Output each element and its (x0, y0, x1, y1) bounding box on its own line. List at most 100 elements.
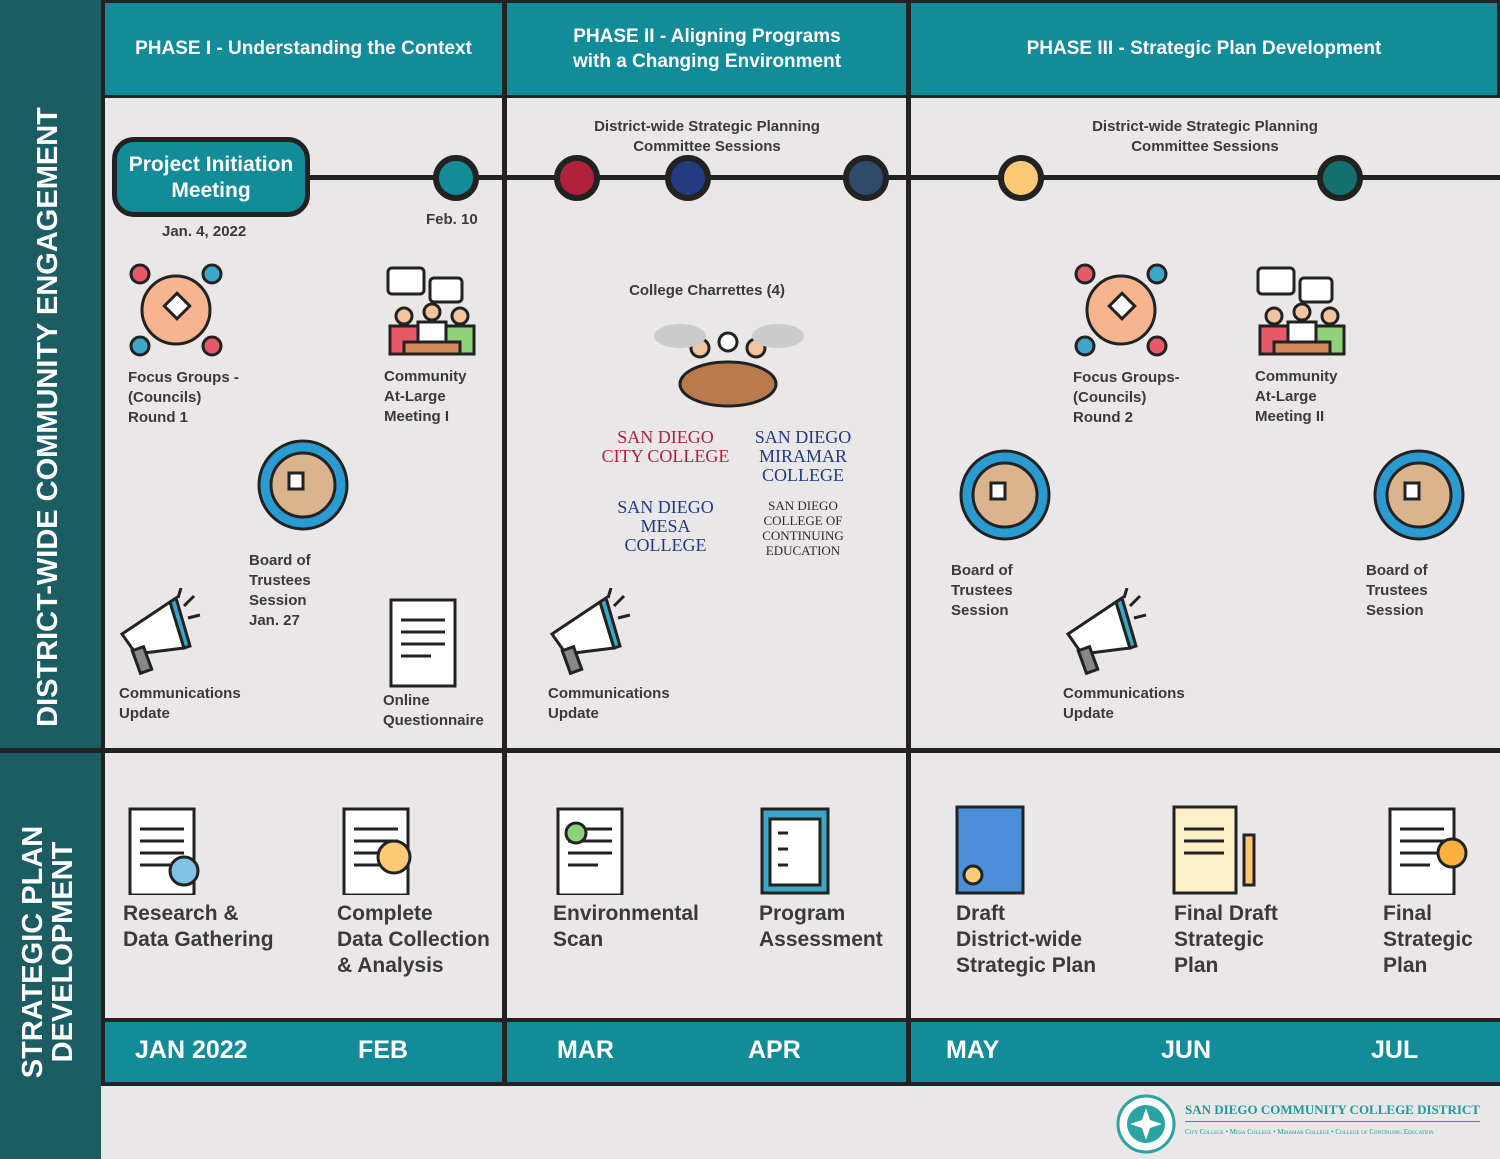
month-label: JUL (1371, 1036, 1419, 1064)
milestone-dot (665, 155, 711, 201)
label-line: Data Gathering (123, 928, 274, 951)
label-line: Update (548, 705, 599, 722)
label-line: Update (119, 705, 170, 722)
month-label: MAR (557, 1036, 614, 1064)
label-line: Board of (249, 552, 311, 569)
district-name: SAN DIEGO COMMUNITY COLLEGE DISTRICT (1185, 1102, 1480, 1122)
label-line: Session (249, 592, 307, 609)
focus-groups-icon (129, 263, 223, 357)
megaphone-icon (120, 588, 202, 675)
label-line: Trustees (249, 572, 311, 589)
megaphone-icon (1066, 588, 1148, 675)
research-label: Research & Data Gathering (123, 901, 274, 953)
label-line: At-Large (384, 388, 446, 405)
community-meeting-icon (386, 266, 476, 356)
label-line: Focus Groups - (128, 369, 239, 386)
milestone-dot (998, 155, 1044, 201)
district-seal-logo (1116, 1094, 1176, 1154)
label-line: Final Draft (1174, 902, 1278, 925)
phase-3-title: PHASE III - Strategic Plan Development (1026, 38, 1382, 59)
label-line: Meeting II (1255, 408, 1325, 425)
final-draft-icon (1172, 805, 1256, 895)
charrettes-icon (654, 324, 804, 408)
data-analysis-icon (342, 807, 412, 895)
month-label: APR (748, 1036, 801, 1064)
label-line: Scan (553, 928, 604, 951)
miramar-college-logo: SAN DIEGO MIRAMAR COLLEGE (754, 427, 852, 485)
divider (101, 1081, 1500, 1086)
label-line: Round 2 (1073, 409, 1133, 426)
kickoff-line1: Project Initiation (128, 153, 294, 176)
side-column: DISTRICT-WIDE COMMUNITY ENGAGEMENT STRAT… (0, 0, 101, 1159)
milestone-dot (433, 155, 479, 201)
months-phase-2: MAR APR (507, 1022, 906, 1082)
label-line: Draft (956, 902, 1006, 925)
label-line: District-wide (956, 928, 1083, 951)
label-line: Strategic (1383, 928, 1473, 951)
label-line: Strategic Plan (956, 954, 1097, 977)
committee-line2: Committee Sessions (633, 138, 781, 155)
phase-2-title-1: PHASE II - Aligning Programs (573, 26, 841, 47)
project-initiation-badge: Project Initiation Meeting (112, 137, 310, 217)
development-label-line1: STRATEGIC PLAN (17, 825, 49, 1079)
label-line: Trustees (1366, 582, 1428, 599)
label-line: Community (384, 368, 467, 385)
board-session-icon (959, 449, 1051, 541)
label-line: Focus Groups- (1073, 369, 1180, 386)
label-line: Community (1255, 368, 1338, 385)
month-label: FEB (358, 1036, 408, 1064)
feb-date: Feb. 10 (426, 211, 478, 228)
draft-plan-icon (955, 805, 1025, 895)
month-label: JAN 2022 (135, 1036, 248, 1064)
label-line: Assessment (759, 928, 883, 951)
committee-line1: District-wide Strategic Planning (594, 118, 820, 135)
mesa-college-logo: SAN DIEGO MESA COLLEGE (617, 497, 714, 555)
questionnaire-icon (389, 598, 457, 688)
label-line: (Councils) (1073, 389, 1147, 406)
label-line: Research & (123, 902, 239, 925)
milestone-dot (843, 155, 889, 201)
community-meeting-icon (1256, 266, 1346, 356)
megaphone-icon (550, 588, 632, 675)
program-assessment-icon (760, 807, 830, 895)
development-label-line2: DEVELOPMENT (47, 841, 80, 1063)
district-colleges: City College • Mesa College • Miramar Co… (1185, 1128, 1434, 1136)
board-session-icon (257, 439, 349, 531)
label-line: Board of (1366, 562, 1428, 579)
label-line: Update (1063, 705, 1114, 722)
phase-2-title-2: with a Changing Environment (572, 51, 842, 72)
label-line: Trustees (951, 582, 1013, 599)
city-college-logo: SAN DIEGO CITY COLLEGE (601, 427, 730, 466)
focus-groups-icon (1074, 263, 1168, 357)
divider (101, 1018, 1500, 1023)
committee-line2: Committee Sessions (1131, 138, 1279, 155)
research-icon (128, 807, 200, 895)
board-session-icon (1373, 449, 1465, 541)
month-label: MAY (946, 1036, 1000, 1064)
label-line: Strategic (1174, 928, 1264, 951)
label-line: Board of (951, 562, 1013, 579)
engagement-label: DISTRICT-WIDE COMMUNITY ENGAGEMENT (32, 107, 64, 727)
label-line: Communications (548, 685, 670, 702)
label-line: Meeting I (384, 408, 450, 425)
label-line: Session (951, 602, 1009, 619)
label-line: At-Large (1255, 388, 1317, 405)
label-line: (Councils) (128, 389, 202, 406)
timeline-line (300, 175, 1500, 180)
label-line: Questionnaire (383, 712, 484, 729)
label-line: Communications (1063, 685, 1185, 702)
milestone-dot (1317, 155, 1363, 201)
phase-1-title: PHASE I - Understanding the Context (135, 38, 472, 59)
label-line: Jan. 27 (249, 612, 300, 629)
environmental-scan-icon (556, 807, 624, 895)
